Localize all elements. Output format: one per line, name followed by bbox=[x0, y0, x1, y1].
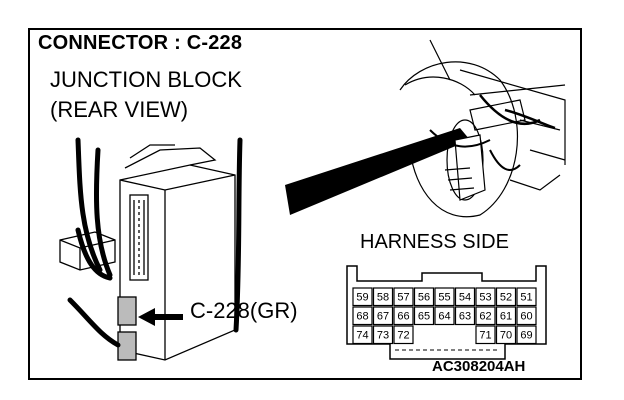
pin-number: 51 bbox=[520, 291, 532, 303]
pin-cell bbox=[475, 325, 496, 345]
pin-cell bbox=[352, 287, 373, 307]
pin-cell bbox=[372, 306, 394, 326]
pin-cell bbox=[495, 306, 517, 326]
junction-block-illustration bbox=[59, 144, 236, 361]
pin-number: 54 bbox=[459, 291, 471, 303]
connector-callout-label: C-228(GR) bbox=[190, 298, 298, 323]
pin-number: 72 bbox=[397, 329, 409, 341]
pin-number: 52 bbox=[500, 291, 512, 303]
pin-number: 55 bbox=[438, 291, 450, 303]
pin-number: 57 bbox=[397, 291, 409, 303]
pin-number: 68 bbox=[356, 310, 368, 322]
pin-number: 64 bbox=[438, 310, 450, 322]
pin-number: 60 bbox=[520, 310, 532, 322]
pin-number: 53 bbox=[479, 291, 491, 303]
component-name: JUNCTION BLOCK bbox=[50, 67, 242, 92]
pin-number: 70 bbox=[500, 329, 512, 341]
pin-number: 63 bbox=[459, 310, 471, 322]
pin-cell bbox=[475, 287, 496, 307]
pin-cell bbox=[475, 306, 496, 326]
component-view: (REAR VIEW) bbox=[50, 97, 189, 122]
pin-number: 58 bbox=[377, 291, 389, 303]
pin-cell bbox=[454, 287, 476, 307]
pin-cell bbox=[393, 325, 414, 345]
pin-number: 66 bbox=[397, 310, 409, 322]
pin-cell bbox=[413, 287, 435, 307]
wire-harness bbox=[67, 137, 243, 348]
pin-cell bbox=[516, 325, 537, 345]
pin-number: 62 bbox=[479, 310, 491, 322]
dashboard-illustration bbox=[399, 39, 566, 218]
pin-cell bbox=[372, 325, 394, 345]
pin-number: 74 bbox=[356, 329, 368, 341]
pin-cell bbox=[393, 306, 414, 326]
pin-cell bbox=[495, 287, 517, 307]
pin-number: 65 bbox=[418, 310, 430, 322]
pin-cell bbox=[434, 287, 455, 307]
pin-number: 71 bbox=[479, 329, 491, 341]
callout-arrow bbox=[138, 308, 183, 326]
pin-cell bbox=[393, 287, 414, 307]
pin-number: 61 bbox=[500, 310, 512, 322]
pin-number: 67 bbox=[377, 310, 389, 322]
pin-number: 73 bbox=[377, 329, 389, 341]
pin-cell bbox=[372, 287, 394, 307]
pin-cell bbox=[352, 306, 373, 326]
connector-title: CONNECTOR : C-228 bbox=[38, 32, 243, 54]
pin-number: 59 bbox=[356, 291, 368, 303]
pin-cell bbox=[413, 306, 435, 326]
connector-pin-grid: 59 58 57 56 55 54 53 52 51 68 67 66 65 64 63 62 61 60 74 73… bbox=[352, 287, 537, 345]
pin-number: 69 bbox=[520, 329, 532, 341]
pin-cell bbox=[434, 306, 455, 326]
pin-cell bbox=[454, 306, 476, 326]
harness-side-label: HARNESS SIDE bbox=[360, 231, 509, 253]
pin-cell bbox=[516, 287, 537, 307]
pin-cell bbox=[495, 325, 517, 345]
pin-cell bbox=[516, 306, 537, 326]
pin-cell bbox=[352, 325, 373, 345]
pin-number: 56 bbox=[418, 291, 430, 303]
figure-code: AC308204AH bbox=[432, 358, 526, 375]
zoom-wedge bbox=[285, 128, 470, 215]
